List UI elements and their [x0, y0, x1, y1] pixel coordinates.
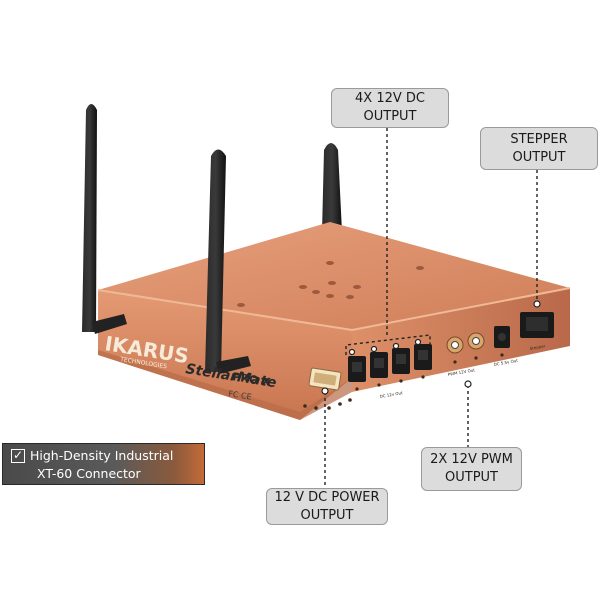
xt60-feature-badge: ✓ High-Density Industrial XT-60 Connecto…: [2, 443, 205, 485]
callout-power-line1: 12 V DC POWER: [274, 489, 380, 505]
device-front: [98, 290, 352, 420]
badge-line1: High-Density Industrial: [30, 448, 174, 463]
callout-dc-output-line1: 4X 12V DC: [355, 91, 425, 106]
callout-power-output: 12 V DC POWER OUTPUT: [266, 488, 388, 525]
dc-in-label: DC 5.5v Out: [493, 358, 518, 367]
stepper-port-label: Stepper: [529, 343, 546, 351]
callout-dc-output: 4X 12V DC OUTPUT: [331, 88, 449, 128]
xt60-connector: [308, 367, 342, 391]
callout-pwm-line2: OUTPUT: [445, 470, 498, 485]
top-holes: [237, 261, 424, 307]
model-suffix: PRO X: [232, 370, 272, 389]
callout-power-line2: OUTPUT: [300, 507, 354, 523]
leader-dots: [321, 300, 541, 395]
callout-dc-output-line2: OUTPUT: [363, 109, 417, 124]
pwm-port-label: PWM 12V Out: [447, 367, 475, 377]
stepper-port: [520, 312, 554, 338]
dc-output-ports: [348, 344, 432, 391]
left-antenna-1: [82, 104, 127, 334]
callout-pwm-output: 2X 12V PWM OUTPUT: [421, 447, 522, 491]
status-leds: [303, 398, 352, 410]
cert-marks: FC CE: [228, 389, 252, 402]
dc-in-port: [494, 326, 510, 357]
callout-pwm-line1: 2X 12V PWM: [430, 452, 513, 467]
left-antenna-2: [205, 149, 251, 374]
leader-lines: [324, 128, 538, 488]
callout-stepper-line2: OUTPUT: [512, 149, 566, 165]
checkbox-checked-icon: ✓: [11, 448, 25, 463]
callout-stepper-line1: STEPPER: [510, 131, 568, 147]
badge-line2: XT-60 Connector: [37, 466, 141, 481]
callout-stepper-output: STEPPER OUTPUT: [480, 127, 598, 170]
dc-port-label: DC 12v Out: [379, 390, 403, 399]
pwm-ports: [446, 332, 485, 364]
